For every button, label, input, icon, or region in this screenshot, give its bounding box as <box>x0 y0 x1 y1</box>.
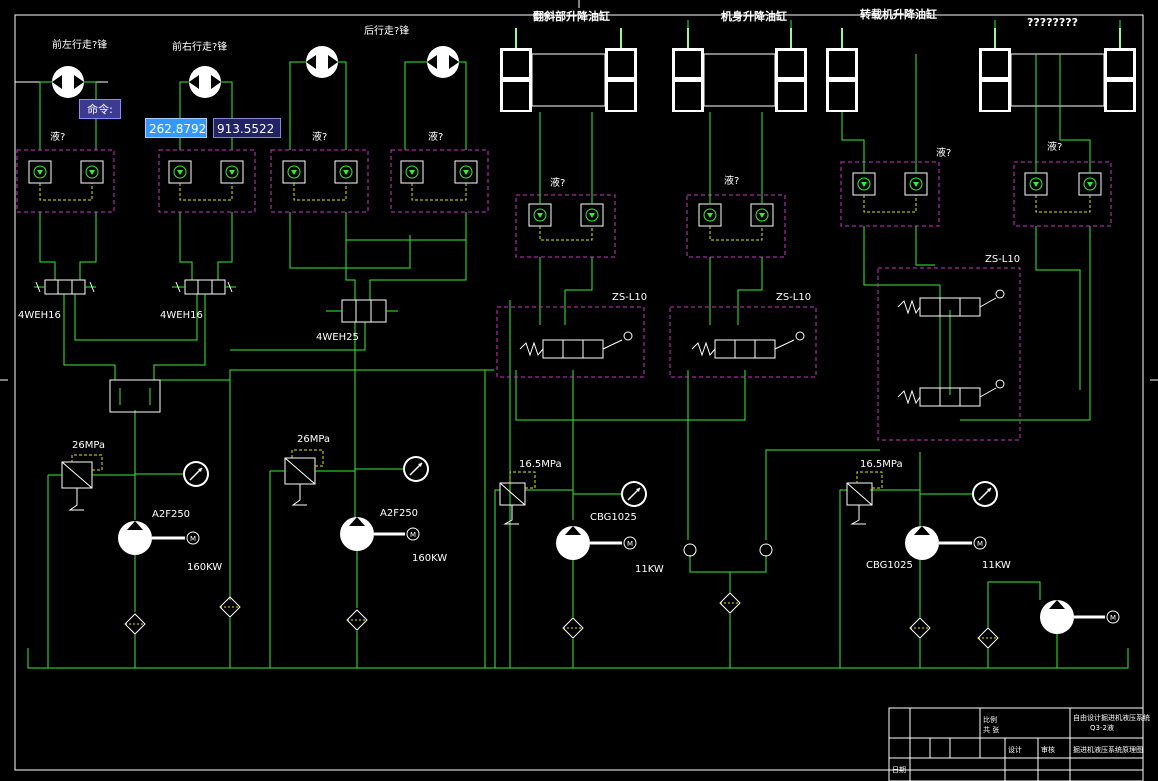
pressure-26-left-label: 26MPa <box>72 440 105 451</box>
rear-travel-motor-1[interactable] <box>306 46 338 78</box>
zs-l10-label-2: ZS-L10 <box>776 292 811 303</box>
zs-l10-valve-box-3[interactable] <box>877 267 1021 441</box>
valve-4weh16-label-1: 4WEH16 <box>18 310 61 321</box>
lock-valve-box-6[interactable] <box>686 194 786 258</box>
lock-valve-box-1[interactable] <box>16 149 115 213</box>
front-left-motor-label: 前左行走?锋 <box>52 38 107 51</box>
cylinder-3-title: 转载机升降油缸 <box>860 7 937 21</box>
valve-4weh16-left[interactable] <box>34 279 96 295</box>
title-block[interactable]: 自由设计掘进机液压系统 Q3-2液 掘进机液压系统原理图 比例 共 张 设计 审… <box>888 707 1150 781</box>
valve-4weh16-label-2: 4WEH16 <box>160 310 203 321</box>
title-block-drawing-title: 自由设计掘进机液压系统 <box>1073 713 1150 722</box>
shuttle-valve-block[interactable] <box>109 379 161 413</box>
front-left-travel-motor[interactable] <box>52 66 84 98</box>
relief-valve-26mpa-left[interactable] <box>47 454 135 668</box>
pressure-gauge-2[interactable] <box>402 455 430 483</box>
check-valve-bottom-2[interactable] <box>759 543 773 557</box>
rear-travel-motor-2[interactable] <box>427 46 459 78</box>
relief-valve-16-5-right[interactable] <box>846 471 883 525</box>
relief-valve-26mpa-right[interactable] <box>269 449 355 668</box>
drawing-frame <box>14 14 1144 771</box>
right-lines <box>484 20 1121 668</box>
lock-label-5: 液? <box>550 176 565 189</box>
lock-valve-box-4[interactable] <box>390 149 489 213</box>
pressure-26-right-label: 26MPa <box>297 434 330 445</box>
suction-filter-3[interactable] <box>346 609 368 631</box>
title-block-checker: 审核 <box>1041 745 1055 754</box>
cylinder-1-title: 翻斜部升降油缸 <box>533 9 610 23</box>
suction-filter-6[interactable] <box>909 617 931 639</box>
suction-filter-7[interactable] <box>977 627 999 649</box>
command-prompt-tooltip: 命令: <box>79 99 121 119</box>
pressure-16-5-right-label: 16.5MPa <box>860 459 903 470</box>
zs-l10-valve-box-1[interactable] <box>496 306 645 378</box>
suction-filter-1[interactable] <box>124 613 146 635</box>
valve-4weh25-label: 4WEH25 <box>316 332 359 343</box>
tank-lines <box>27 581 1129 669</box>
pump-a2f250-label-1: A2F250 <box>152 509 190 520</box>
suction-filter-5[interactable] <box>719 592 741 614</box>
main-pump-a2f250-right[interactable] <box>340 517 420 608</box>
pressure-gauge-3[interactable] <box>620 480 648 508</box>
title-block-drawing-name: 掘进机液压系统原理图 <box>1073 745 1143 754</box>
power-11-label-2: 11KW <box>982 560 1011 571</box>
pump-cbg1025-label-2: CBG1025 <box>866 560 913 571</box>
rear-motor-label: 后行走?锋 <box>364 24 409 37</box>
title-block-designer: 设计 <box>1008 745 1022 754</box>
coordinate-y-input[interactable]: 913.5522 <box>213 118 281 138</box>
title-block-sheet: 共 张 <box>983 725 999 734</box>
gear-pump-cbg1025-left[interactable] <box>556 526 637 560</box>
power-11-label-1: 11KW <box>635 564 664 575</box>
zs-l10-valve-box-2[interactable] <box>669 306 817 378</box>
zs-l10-label-1: ZS-L10 <box>612 292 647 303</box>
pressure-gauge-4[interactable] <box>971 480 999 508</box>
cylinder-2-title: 机身升降油缸 <box>721 9 787 23</box>
cylinder-4-title: ???????? <box>1027 16 1078 29</box>
lock-valve-box-8[interactable] <box>1013 161 1112 227</box>
suction-filter-4[interactable] <box>562 617 584 639</box>
cylinder-shovel-bridge <box>531 53 606 107</box>
lock-valve-box-3[interactable] <box>270 149 369 213</box>
zs-l10-label-3: ZS-L10 <box>985 254 1020 265</box>
gear-pump-cbg1025-right[interactable] <box>905 526 987 560</box>
lock-label-4: 液? <box>428 130 443 143</box>
power-160-label-2: 160KW <box>412 553 447 564</box>
lock-label-6: 液? <box>724 174 739 187</box>
pressure-gauge-1[interactable] <box>182 460 210 488</box>
cylinder-4-bridge <box>1010 53 1105 107</box>
power-160-label-1: 160KW <box>187 562 222 573</box>
pump-a2f250-label-2: A2F250 <box>380 508 418 519</box>
lock-label-1: 液? <box>50 130 65 143</box>
front-right-travel-motor[interactable] <box>189 66 221 98</box>
lower-lines-left <box>39 212 494 600</box>
auxiliary-pump[interactable] <box>1040 600 1120 634</box>
pump-cbg1025-label-1: CBG1025 <box>590 512 637 523</box>
cylinder-body-bridge <box>703 53 776 107</box>
lock-valve-box-7[interactable] <box>840 161 940 227</box>
relief-valve-16-5-left[interactable] <box>499 471 536 525</box>
lock-valve-box-2[interactable] <box>158 149 256 213</box>
main-pump-a2f250-left[interactable] <box>118 521 200 612</box>
coordinate-x-input[interactable]: 262.8792 <box>145 118 207 138</box>
lock-label-7: 液? <box>936 146 951 159</box>
valve-4weh16-right[interactable] <box>172 279 236 295</box>
title-block-drawing-no: Q3-2液 <box>1090 723 1114 732</box>
lock-label-8: 液? <box>1047 140 1062 153</box>
lock-valve-box-5[interactable] <box>515 194 616 258</box>
title-block-date: 日期 <box>892 766 906 774</box>
title-block-scale: 比例 <box>983 715 997 724</box>
front-right-motor-label: 前右行走?锋 <box>172 40 227 53</box>
valve-4weh25[interactable] <box>326 299 398 323</box>
lock-label-3: 液? <box>312 130 327 143</box>
pressure-16-5-left-label: 16.5MPa <box>519 459 562 470</box>
check-valve-bottom-1[interactable] <box>683 543 697 557</box>
